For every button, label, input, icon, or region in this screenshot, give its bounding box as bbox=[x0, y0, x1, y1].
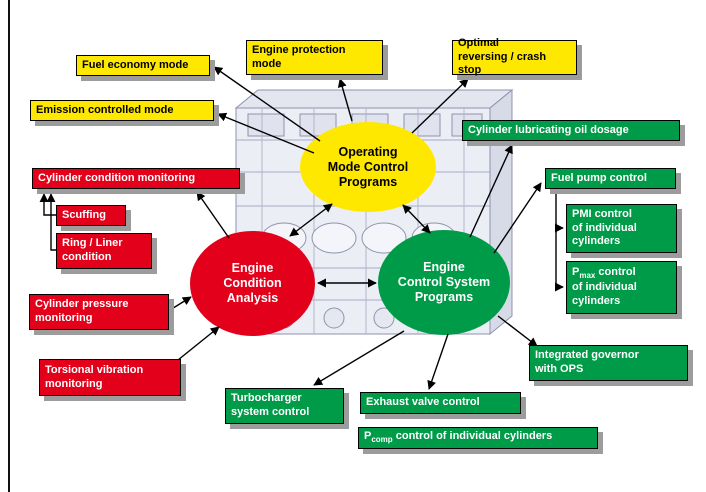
box-pmax-control: Pmax control of individual cylinders bbox=[566, 261, 677, 314]
arrow-to-turbocharger bbox=[313, 330, 405, 386]
box-cylinder-condition-label: Cylinder condition monitoring bbox=[38, 171, 196, 184]
pcomp-symbol: P bbox=[364, 430, 372, 443]
box-pmax-label: Pmax control of individual cylinders bbox=[572, 266, 671, 309]
box-integrated-governor: Integrated governor with OPS bbox=[529, 345, 688, 381]
box-fuel-pump-label: Fuel pump control bbox=[551, 171, 647, 184]
arrow-to-optimal-reversing bbox=[411, 78, 469, 134]
ellipse-operating-mode-control-programs: Operating Mode Control Programs bbox=[300, 122, 436, 212]
box-pmi-control: PMI control of individual cylinders bbox=[566, 204, 677, 253]
arrow-to-cylinder-lubricating bbox=[469, 144, 513, 238]
pcomp-subscript: comp bbox=[371, 435, 393, 445]
box-governor-label: Integrated governor with OPS bbox=[535, 349, 639, 375]
box-turbocharger-label: Turbocharger system control bbox=[231, 392, 310, 418]
box-optimal-reversing: Optimal reversing / crash stop bbox=[452, 36, 577, 77]
arrow-cylinder-pressure-to-ellipse bbox=[169, 296, 192, 311]
box-fuel-pump-control: Fuel pump control bbox=[545, 168, 676, 189]
box-engine-protection-mode: Engine protection mode bbox=[246, 40, 383, 75]
arrow-to-fuel-pump bbox=[493, 182, 542, 254]
arrow-to-exhaust-valve bbox=[427, 333, 449, 390]
box-cylinder-lubricating-label: Cylinder lubricating oil dosage bbox=[468, 123, 629, 136]
box-scuffing-label: Scuffing bbox=[62, 208, 106, 221]
box-cylinder-pressure-monitoring: Cylinder pressure monitoring bbox=[29, 294, 169, 330]
pcomp-rest: control of individual cylinders bbox=[392, 430, 553, 443]
ellipse-engine-control-system-programs: Engine Control System Programs bbox=[378, 230, 510, 335]
box-pcomp-label: Pcomp control of individual cylinders bbox=[364, 430, 592, 445]
box-pcomp-control: Pcomp control of individual cylinders bbox=[358, 427, 598, 449]
box-optimal-reversing-label: Optimal reversing / crash stop bbox=[458, 36, 547, 77]
ellipse-engine-condition-analysis: Engine Condition Analysis bbox=[190, 231, 315, 336]
ellipse-engine-condition-label: Engine Condition Analysis bbox=[223, 261, 282, 305]
ellipse-operating-mode-label: Operating Mode Control Programs bbox=[327, 144, 409, 189]
pmax-symbol: P bbox=[572, 266, 580, 279]
box-pmi-label: PMI control of individual cylinders bbox=[572, 207, 637, 248]
box-exhaust-valve-control: Exhaust valve control bbox=[360, 392, 521, 414]
pmax-subscript: max bbox=[579, 271, 596, 281]
box-fuel-economy-mode: Fuel economy mode bbox=[76, 55, 210, 76]
arrow-operating-control-link bbox=[402, 204, 431, 234]
arrow-ring-liner-to-parent bbox=[46, 193, 57, 251]
box-exhaust-valve-label: Exhaust valve control bbox=[366, 396, 480, 409]
box-torsional-vibration-monitoring: Torsional vibration monitoring bbox=[39, 359, 181, 396]
box-ring-liner-label: Ring / Liner condition bbox=[62, 237, 123, 263]
box-scuffing: Scuffing bbox=[56, 205, 126, 226]
box-emission-controlled-label: Emission controlled mode bbox=[36, 103, 174, 116]
box-emission-controlled-mode: Emission controlled mode bbox=[30, 100, 214, 121]
box-engine-protection-label: Engine protection mode bbox=[252, 43, 346, 70]
box-cylinder-condition-monitoring: Cylinder condition monitoring bbox=[32, 168, 240, 189]
pmax-rest: control of individual cylinders bbox=[572, 266, 637, 308]
arrow-to-emission-controlled bbox=[217, 112, 315, 154]
arrow-scuffing-to-parent bbox=[39, 193, 57, 216]
arrow-to-cylinder-condition bbox=[196, 191, 230, 239]
box-ring-liner-condition: Ring / Liner condition bbox=[56, 233, 152, 269]
box-turbocharger-system-control: Turbocharger system control bbox=[225, 388, 344, 424]
ellipse-engine-control-label: Engine Control System Programs bbox=[397, 260, 491, 304]
page-border-line bbox=[8, 0, 10, 492]
arrow-to-engine-protection bbox=[337, 78, 353, 122]
arrow-to-governor bbox=[497, 315, 538, 347]
arrow-operating-condition-link bbox=[289, 203, 333, 237]
box-torsional-vibration-label: Torsional vibration monitoring bbox=[45, 363, 144, 390]
arrow-to-fuel-economy bbox=[213, 66, 321, 142]
box-cylinder-pressure-label: Cylinder pressure monitoring bbox=[35, 298, 129, 324]
box-cylinder-lubricating-oil-dosage: Cylinder lubricating oil dosage bbox=[462, 120, 680, 141]
arrow-torsional-to-ellipse bbox=[177, 326, 220, 361]
box-fuel-economy-label: Fuel economy mode bbox=[82, 58, 189, 71]
